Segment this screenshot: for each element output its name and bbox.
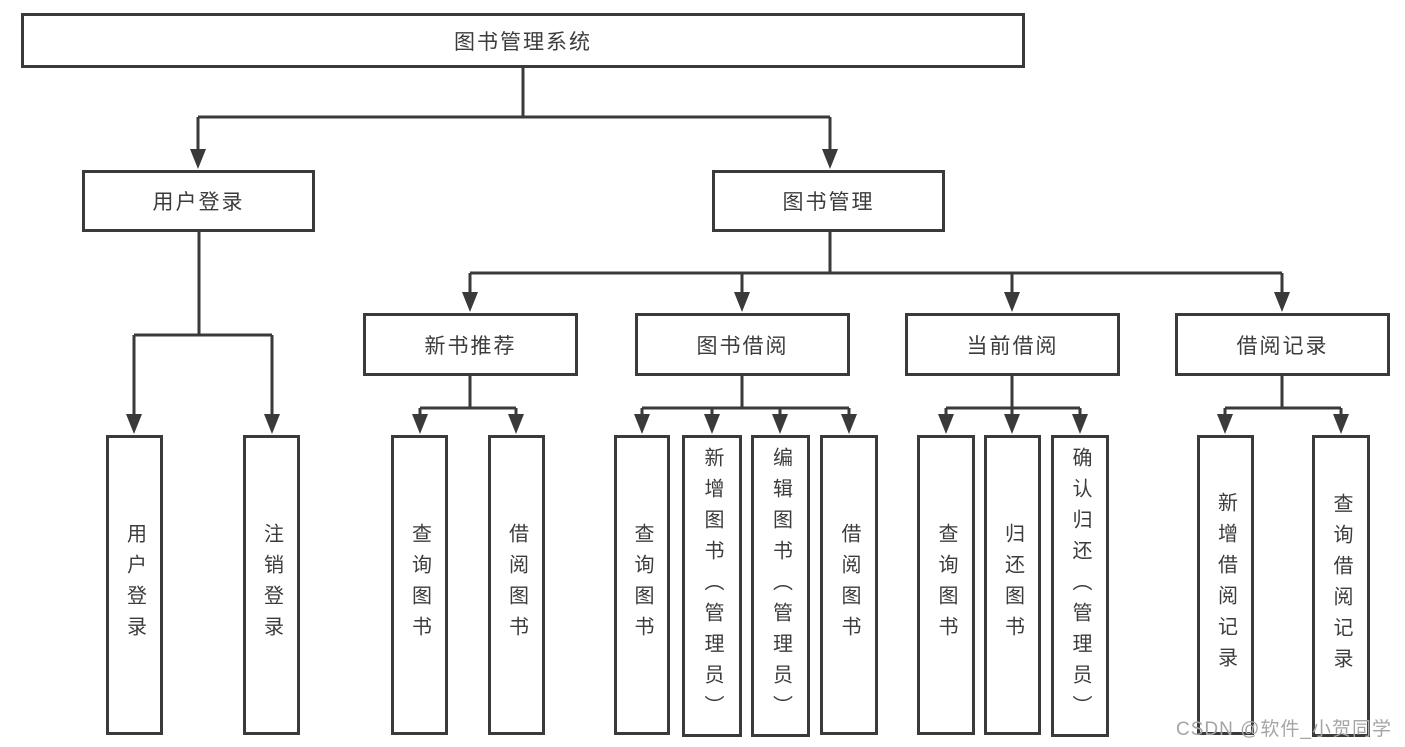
node-new-book-recommend: 新书推荐 [363,313,578,376]
leaf-borrow-books: 借阅图书 [820,435,878,735]
leaf-query-borrow-record: 查询借阅记录 [1312,435,1370,737]
leaf-user-login: 用户登录 [106,435,163,735]
leaf-query-books-recommend: 查询图书 [391,435,448,735]
leaf-query-books-current: 查询图书 [917,435,975,735]
leaf-add-borrow-record: 新增借阅记录 [1197,435,1254,735]
watermark: CSDN @软件_小贺同学 [1176,719,1392,740]
leaf-logout: 注销登录 [243,435,300,735]
node-book-borrow: 图书借阅 [635,313,850,376]
node-user-login: 用户登录 [82,170,315,232]
leaf-add-book-admin: 新增图书（管理员） [682,435,742,737]
leaf-return-books: 归还图书 [984,435,1041,735]
leaf-query-books-borrow: 查询图书 [614,435,670,735]
node-book-management: 图书管理 [712,170,945,232]
node-borrow-records: 借阅记录 [1175,313,1390,376]
node-root: 图书管理系统 [21,13,1025,68]
leaf-edit-book-admin: 编辑图书（管理员） [751,435,810,737]
leaf-confirm-return-admin: 确认归还（管理员） [1051,435,1109,737]
node-current-borrow: 当前借阅 [905,313,1120,376]
leaf-borrow-books-recommend: 借阅图书 [488,435,545,735]
